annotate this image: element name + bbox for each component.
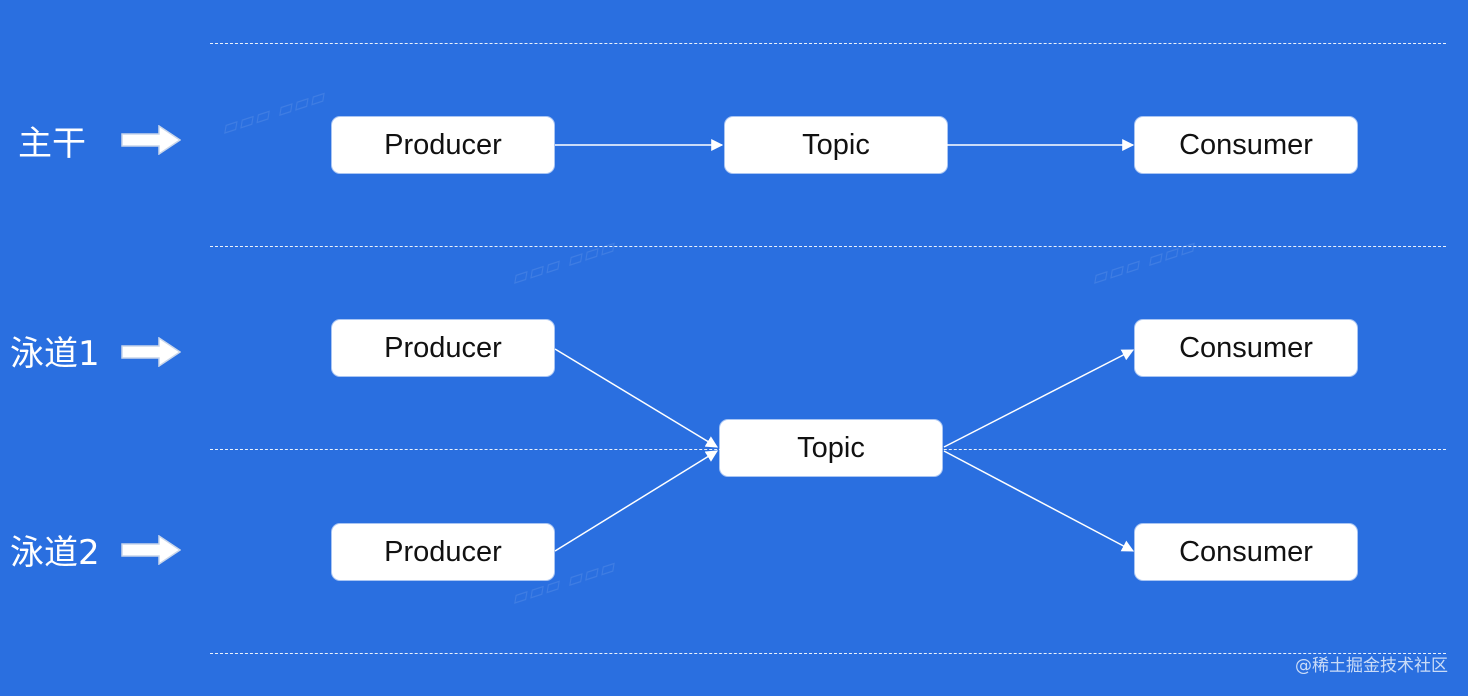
right-arrow-icon bbox=[121, 125, 181, 155]
trunk-producer-node: Producer bbox=[332, 117, 554, 173]
shared-topic-node: Topic bbox=[720, 420, 942, 476]
lane-separator-top bbox=[210, 43, 1446, 44]
lane-label-lane2: 泳道2 bbox=[10, 533, 100, 573]
lane2-consumer-node: Consumer bbox=[1135, 524, 1357, 580]
edge-producer2-topic bbox=[554, 450, 719, 552]
lane2-producer-node: Producer bbox=[332, 524, 554, 580]
right-arrow-icon bbox=[121, 337, 181, 367]
lane-label-lane1: 泳道1 bbox=[10, 334, 100, 374]
right-arrow-icon bbox=[121, 535, 181, 565]
edge-topic-consumer2 bbox=[943, 450, 1135, 552]
lane1-consumer-node: Consumer bbox=[1135, 320, 1357, 376]
trunk-topic-node: Topic bbox=[725, 117, 947, 173]
trunk-consumer-node: Consumer bbox=[1135, 117, 1357, 173]
lane-separator-bottom bbox=[210, 653, 1446, 654]
source-credit: @稀土掘金技术社区 bbox=[1295, 656, 1448, 676]
lane-separator-trunk bbox=[210, 246, 1446, 247]
lane1-producer-node: Producer bbox=[332, 320, 554, 376]
edge-topic-consumer1 bbox=[943, 349, 1135, 448]
edge-producer1-topic bbox=[554, 348, 719, 448]
lane-label-trunk: 主干 bbox=[18, 124, 86, 164]
